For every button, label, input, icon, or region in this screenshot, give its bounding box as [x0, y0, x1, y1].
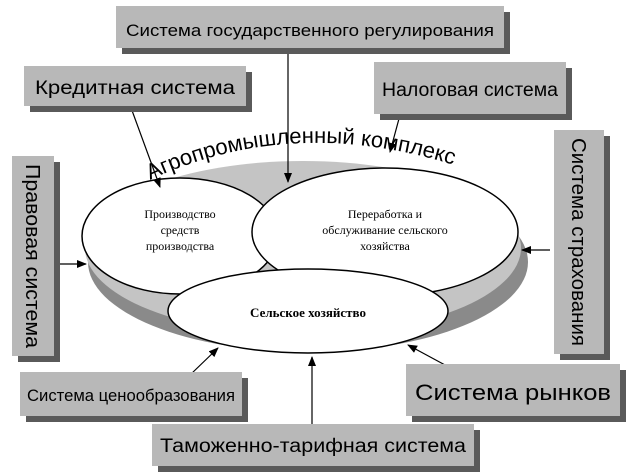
box-pricing: Система ценообразования — [20, 372, 248, 422]
box-legal: Правовая система — [12, 156, 60, 362]
production-label-line3: производства — [146, 239, 215, 253]
box-customs: Таможенно-тарифная система — [152, 424, 480, 472]
box-state-regulation: Система государственного регулирования — [116, 6, 510, 54]
insurance-label: Система страхования — [567, 138, 589, 346]
ellipse-agriculture: Сельское хозяйство — [167, 268, 449, 354]
arrow-pricing — [189, 347, 219, 376]
customs-label: Таможенно-тарифная система — [160, 436, 466, 457]
pricing-label: Система ценообразования — [27, 386, 235, 405]
box-tax: Налоговая система — [374, 62, 572, 120]
production-label-line1: Производство — [144, 207, 215, 221]
processing-label-line3: хозяйства — [360, 239, 410, 253]
box-markets: Система рынков — [406, 364, 626, 422]
state-regulation-label: Система государственного регулирования — [126, 21, 494, 40]
ellipse-production: Производство средств производства — [81, 177, 279, 295]
tax-label: Налоговая система — [382, 80, 558, 101]
processing-label-line2: обслуживание сельского — [322, 223, 447, 237]
box-credit: Кредитная система — [24, 66, 252, 112]
credit-label: Кредитная система — [35, 78, 235, 99]
arrow-credit — [129, 104, 161, 188]
arrow-tax — [388, 114, 401, 153]
ellipse-processing: Переработка и обслуживание сельского хоз… — [251, 167, 519, 297]
processing-label-line1: Переработка и — [348, 207, 423, 221]
agriculture-label: Сельское хозяйство — [250, 305, 366, 320]
box-insurance: Система страхования — [554, 130, 610, 360]
legal-label: Правовая система — [21, 164, 43, 349]
arrows — [55, 52, 550, 432]
production-label-line2: средств — [161, 223, 200, 237]
markets-label: Система рынков — [415, 380, 611, 405]
